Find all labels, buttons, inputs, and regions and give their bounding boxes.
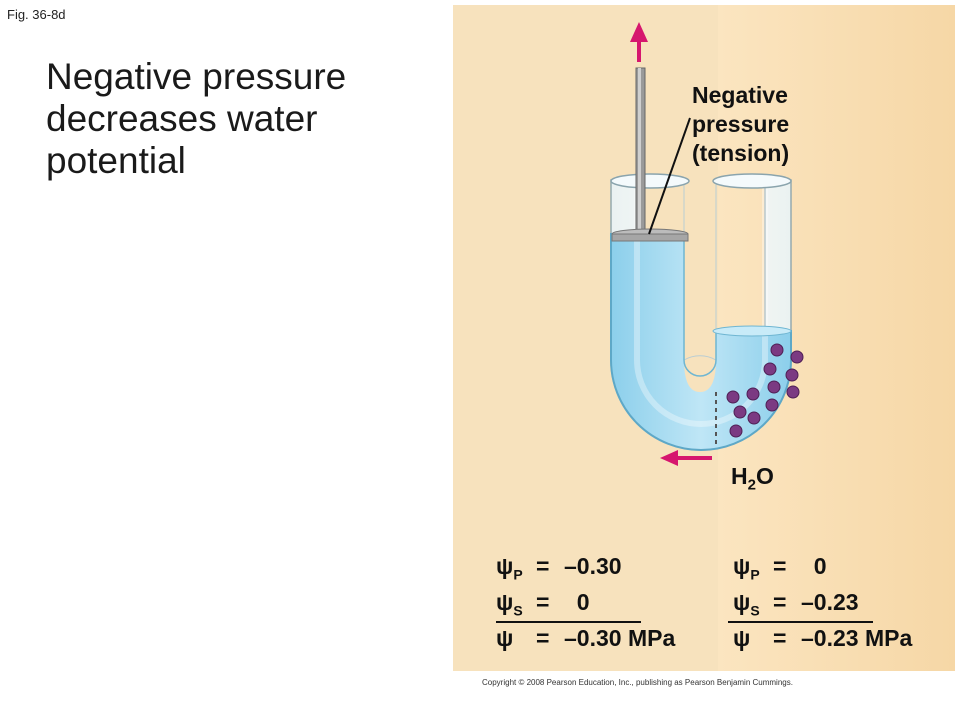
- water-column: [610, 233, 792, 451]
- psi-symbol: ψS: [496, 589, 523, 619]
- psi-symbol: ψ: [496, 625, 514, 651]
- callout-leader-line: [648, 117, 691, 235]
- equals-sign: =: [773, 625, 787, 651]
- equals-sign: =: [536, 625, 550, 651]
- water-flow-arrow: [660, 450, 712, 466]
- right-water-surface: [712, 325, 792, 337]
- left-pressure-potential: ψP = –0.30: [496, 553, 622, 583]
- left-sum-rule: [496, 621, 641, 623]
- equals-sign: =: [773, 589, 787, 615]
- value: –0.30: [564, 553, 622, 579]
- left-solute-potential: ψS = 0: [496, 589, 590, 619]
- callout-line-1: Negative: [692, 82, 788, 108]
- equals-sign: =: [536, 553, 550, 579]
- tube-highlight: [634, 180, 768, 427]
- right-water-potential: ψ = –0.23 MPa: [733, 625, 912, 655]
- value: –0.23: [801, 589, 859, 615]
- figure-label: Fig. 36-8d: [7, 7, 66, 22]
- upward-pull-arrow: [630, 22, 648, 62]
- value: –0.30 MPa: [564, 625, 676, 651]
- psi-symbol: ψS: [733, 589, 760, 619]
- psi-symbol: ψ: [733, 625, 751, 651]
- piston: [611, 67, 689, 242]
- negative-pressure-callout: Negative pressure (tension): [692, 81, 789, 168]
- right-tube-rim: [712, 173, 792, 189]
- left-water-potential: ψ = –0.30 MPa: [496, 625, 675, 655]
- psi-symbol: ψP: [496, 553, 523, 583]
- water-label: H2O: [731, 463, 774, 494]
- left-tube-rim: [610, 173, 690, 189]
- value: 0: [564, 589, 590, 615]
- value: –0.23 MPa: [801, 625, 913, 651]
- right-sum-rule: [728, 621, 873, 623]
- water-h: H: [731, 463, 748, 489]
- equals-sign: =: [536, 589, 550, 615]
- water-subscript: 2: [747, 476, 756, 494]
- water-o: O: [755, 463, 774, 489]
- right-solute-potential: ψS = –0.23: [733, 589, 859, 619]
- slide-title: Negative pressure decreases water potent…: [46, 56, 347, 181]
- psi-symbol: ψP: [733, 553, 760, 583]
- value: 0: [801, 553, 827, 579]
- solute-particles: [726, 343, 804, 438]
- callout-line-2: pressure: [692, 111, 790, 137]
- callout-line-3: (tension): [692, 140, 790, 166]
- equals-sign: =: [773, 553, 787, 579]
- right-pressure-potential: ψP = 0: [733, 553, 827, 583]
- copyright-notice: Copyright © 2008 Pearson Education, Inc.…: [482, 678, 793, 687]
